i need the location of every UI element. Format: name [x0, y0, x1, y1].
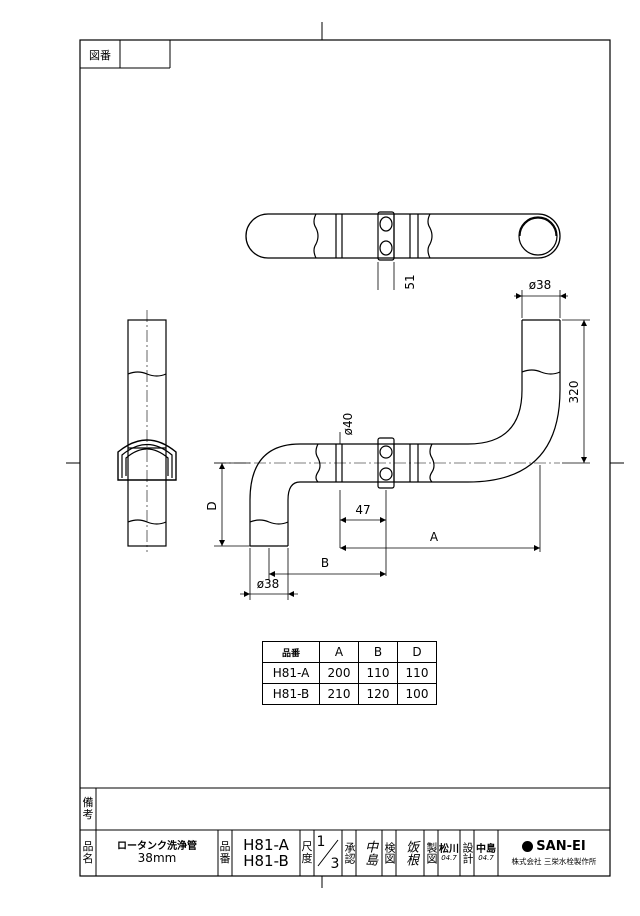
inspect-label: 検図	[383, 842, 397, 864]
drawing-frame	[79, 39, 611, 877]
dimension-A: A	[430, 530, 439, 544]
dimension-51: 51	[403, 274, 417, 289]
spec-header-part-no: 品番	[262, 641, 320, 663]
dimension-B: B	[321, 556, 329, 570]
top-view-dim-51	[377, 262, 395, 290]
dimension-phi40: ø40	[341, 413, 355, 436]
inspect-signature: 饭根	[403, 840, 419, 866]
company-logo: SAN-EI	[522, 838, 586, 854]
front-view-dimension-lines	[214, 290, 590, 600]
spec-cell: 210	[319, 683, 359, 705]
title-block-lines	[80, 787, 610, 876]
spec-cell: 120	[358, 683, 398, 705]
part-number-label-2: 番	[219, 852, 231, 865]
product-size-text: 38mm	[137, 850, 177, 865]
product-name-label-1: 品	[82, 839, 94, 853]
drawing-number-box	[80, 40, 171, 69]
center-marks	[66, 22, 624, 888]
spec-cell: 200	[319, 662, 359, 684]
drawing-number-label: 図番	[89, 49, 111, 62]
spec-cell: 110	[358, 662, 398, 684]
dimension-D: D	[205, 501, 219, 510]
dimension-phi38-top: ø38	[529, 278, 552, 292]
spec-cell: 100	[397, 683, 437, 705]
spec-table: 品番 A B D H81-A 200 110 110 H81-B 210 120…	[262, 641, 437, 705]
dimension-320: 320	[567, 381, 581, 404]
remarks-label-2: 考	[82, 808, 94, 821]
dimension-arrowheads	[219, 293, 587, 597]
make-signature: 松川 04.7	[438, 832, 460, 874]
company-name: 株式会社 三栄水栓製作所	[511, 857, 597, 867]
design-label: 設計	[461, 842, 475, 864]
design-signature-name: 中島	[476, 843, 496, 855]
front-view-pipe	[249, 319, 561, 547]
table-row: H81-B 210 120 100	[262, 683, 437, 705]
make-signature-name: 松川	[439, 843, 459, 855]
part-number-2: H81-B	[243, 852, 289, 870]
spec-header-a: A	[319, 641, 359, 663]
design-signature-date: 04.7	[478, 853, 494, 862]
spec-cell: 110	[397, 662, 437, 684]
remarks-label: 備 考	[80, 788, 96, 830]
approve-label: 承認	[343, 842, 357, 864]
design-signature: 中島 04.7	[474, 832, 498, 874]
scale-label-1: 尺	[301, 839, 313, 853]
make-label: 製図	[425, 842, 439, 864]
spec-header-d: D	[397, 641, 437, 663]
product-name: ロータンク洗浄管 38mm	[96, 832, 218, 874]
dimension-47: 47	[355, 503, 370, 517]
logo-mark-icon	[522, 841, 534, 853]
dimension-phi38-bottom: ø38	[257, 577, 280, 591]
part-number-1: H81-A	[243, 835, 289, 854]
remarks-label-1: 備	[82, 795, 94, 809]
scale-label: 尺 度	[300, 830, 314, 876]
scale-numerator: 1	[316, 834, 326, 851]
part-number-label-1: 品	[219, 839, 231, 853]
make-signature-date: 04.7	[441, 853, 457, 862]
company-block: SAN-EI 株式会社 三栄水栓製作所	[498, 832, 610, 874]
top-view-pipe	[245, 211, 561, 261]
approve-signature: 中島	[362, 840, 378, 866]
scale-label-2: 度	[301, 852, 313, 865]
part-number-label: 品 番	[218, 830, 232, 876]
spec-cell: H81-A	[262, 662, 320, 684]
spec-cell: H81-B	[262, 683, 320, 705]
product-name-label-2: 名	[82, 852, 94, 865]
product-name-text: ロータンク洗浄管	[117, 840, 197, 852]
product-name-label: 品 名	[80, 830, 96, 876]
scale-denominator: 3	[330, 856, 340, 873]
part-numbers: H81-A H81-B	[232, 832, 300, 874]
spec-header-b: B	[358, 641, 398, 663]
company-logo-text: SAN-EI	[536, 838, 586, 854]
table-row: H81-A 200 110 110	[262, 662, 437, 684]
spec-table-header: 品番 A B D	[262, 641, 437, 663]
